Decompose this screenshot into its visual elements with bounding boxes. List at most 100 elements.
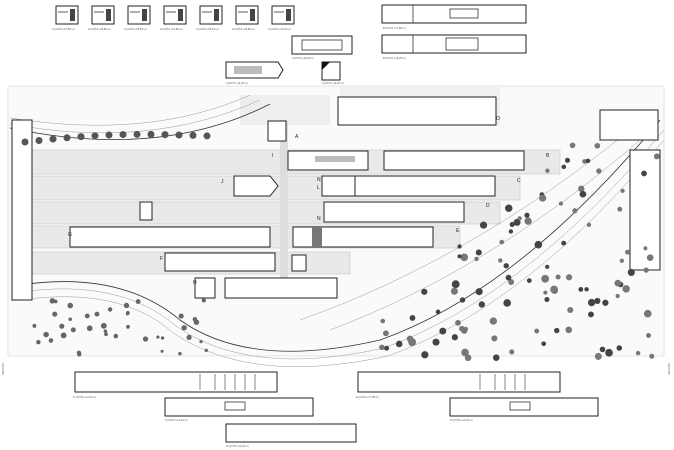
tree [70,327,76,333]
tree [605,348,613,357]
tree [614,279,622,287]
trees [21,130,660,362]
tree [32,323,37,328]
tree [21,138,29,146]
tree [48,338,54,343]
label-o: O [496,116,500,122]
thumbnail-caption: A (COTA +05,40 m) [196,27,219,31]
tree [107,307,113,312]
caption: I (COTA +14,20 m) [292,56,314,60]
terminal-lower-plan: I (COTA +14,20 m) [225,61,284,85]
tree [508,279,515,285]
tree [384,345,390,351]
tree [567,306,574,313]
tree [594,297,601,304]
caption: B (COTA +16,20 m) [383,56,406,60]
tree [86,325,93,332]
tree [524,212,530,218]
tree [554,327,560,334]
caption: F (COTA +14,20 m) [165,418,188,422]
tree [142,336,149,342]
label-a: A [295,134,299,140]
tree [380,318,386,324]
tree [503,263,509,269]
tree [382,330,389,337]
tree [421,288,428,295]
tree [450,287,458,295]
terminal-upper-plan: I (COTA +14,20 m) [291,35,353,60]
tree [558,201,564,206]
tree [579,190,587,198]
tree [646,254,654,261]
tree [587,298,596,307]
tree [59,323,65,329]
tree [578,185,585,192]
tree [189,131,197,139]
tree [620,188,625,193]
tree [204,348,208,353]
tree [451,280,460,289]
tree [586,222,592,227]
tree [646,333,651,338]
tree [526,278,532,284]
tree [160,336,165,340]
tree [534,328,540,334]
tree [475,288,483,296]
label-c: C [517,178,521,184]
tree [161,131,169,139]
tree [641,170,647,177]
thumbnail-plan: A (COTA +07,80 m) [52,5,79,31]
tree [615,293,620,299]
tree [439,327,447,335]
thumbnail-plan: A (COTA +09,80 m) [88,5,115,31]
tree [509,349,515,355]
tree [561,164,567,170]
tree [408,338,417,347]
tree [91,132,99,140]
thumbnail-plan: A (COTA +09,80 m) [232,5,259,31]
label-e: E [456,228,460,234]
tree [459,325,465,332]
label-l: L [317,185,320,191]
tree [49,298,56,304]
tree [617,206,623,212]
tree [509,221,515,228]
tree [68,317,72,322]
caption: I (COTA +14,20 m) [226,81,248,85]
tree [60,332,67,339]
tree [564,157,571,163]
tree [125,312,130,316]
tree [578,286,584,292]
tree [432,338,440,346]
tree [178,351,182,356]
tree [584,287,589,292]
tree [49,135,57,143]
tree [649,353,655,359]
tree [534,240,543,249]
tree [459,297,466,303]
thumbnail-plan: A (COTA +07,80 m) [160,5,187,31]
tree [451,334,458,341]
tree [550,285,559,294]
thumbnail-caption: A (COTA +07,80 m) [52,27,75,31]
tree [461,348,469,357]
tree [379,344,385,351]
tree [435,309,441,315]
tree [455,319,461,326]
tree [625,249,631,255]
floor-plan-thumbnails: A (COTA +07,80 m) A (COTA +09,80 m) A (COT… [52,5,295,31]
tree [555,274,561,280]
label-d: D [486,203,490,209]
label-f: F [160,256,163,262]
building-labels: A B C D E F G H I J L N N O [68,116,550,286]
caption: G (COTA +14,20 m) [73,395,96,399]
tree [126,324,130,329]
tree [199,339,203,344]
tree [572,208,578,214]
tree [594,352,602,360]
tree [474,256,479,262]
thumbnail-caption: A (COTA +09,80 m) [88,27,111,31]
thumbnail-caption: A (COTA +05,80 m) [124,27,147,31]
tree [67,302,74,309]
tree [113,333,119,339]
